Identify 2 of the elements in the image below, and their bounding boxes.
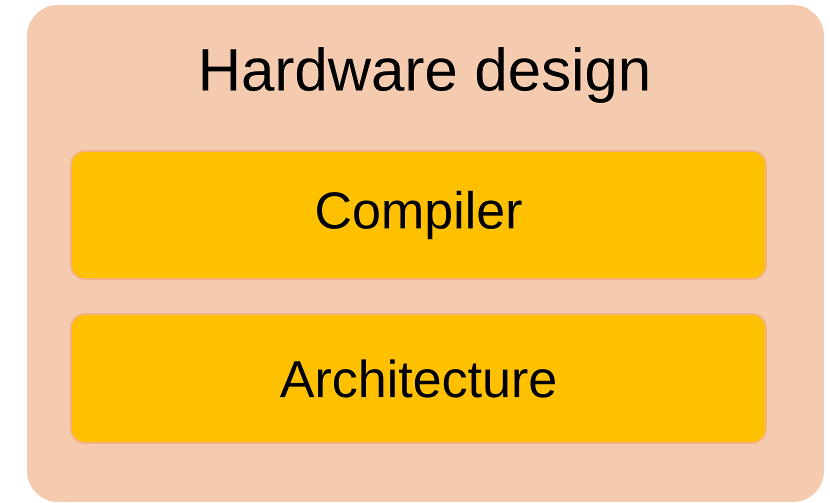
- layer-box: Architecture: [70, 313, 767, 444]
- layer-box: Compiler: [70, 150, 767, 280]
